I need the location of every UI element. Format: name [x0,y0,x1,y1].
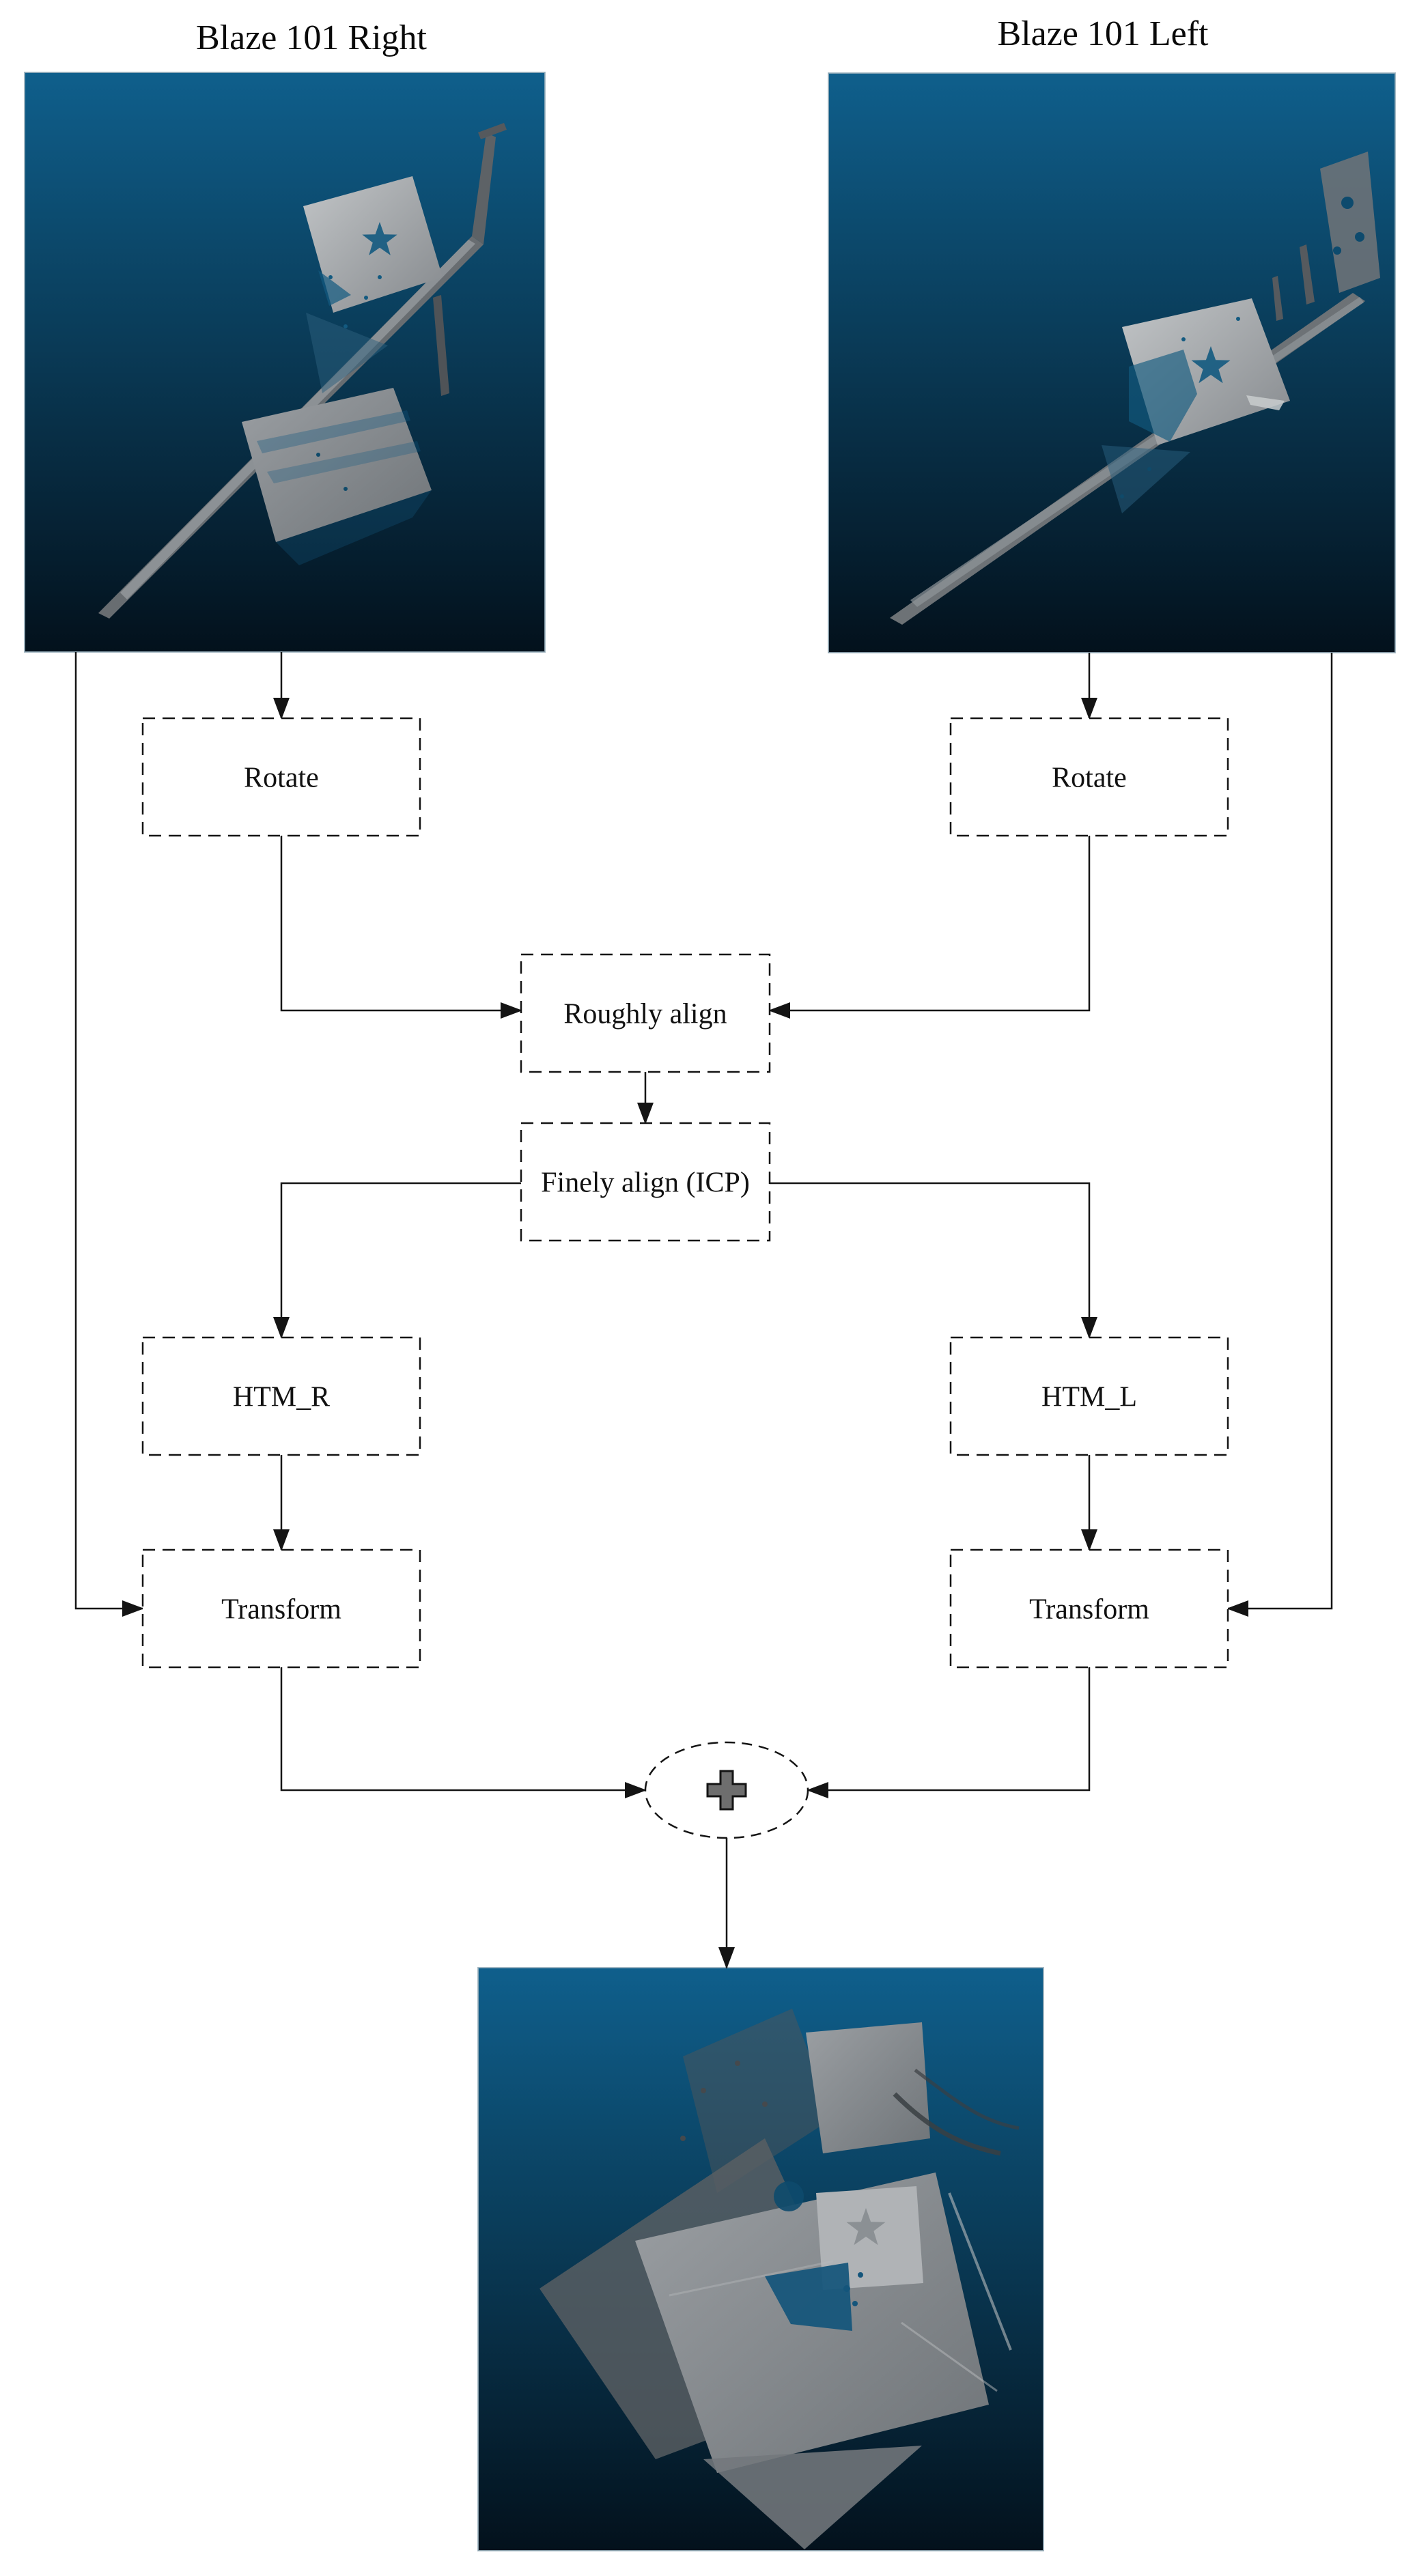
node-label: Rotate [1052,763,1127,794]
node-htm-r: HTM_R [141,1336,421,1456]
pointcloud-scan-art [890,152,1380,625]
pointcloud-image-left-camera [828,72,1396,653]
node-roughly-align: Roughly align [520,953,771,1073]
pointcloud-image-merged [477,1967,1044,2551]
connector-rotate-right-to-roughly-align [768,836,1091,1019]
node-label: Roughly align [563,999,727,1030]
node-label: Transform [1029,1594,1149,1626]
pointcloud-scan-art [540,2009,1020,2549]
connector-transform-left-to-merge [280,1667,647,1798]
connector-left-image-bypass-to-transform [1227,653,1333,1617]
node-rotate-right: Rotate [949,717,1229,837]
panel-title-right-camera: Blaze 101 Right [196,18,428,57]
node-label: Rotate [244,763,319,794]
node-label: HTM_R [233,1382,330,1413]
connector-rotate-left-to-roughly-align [280,836,522,1019]
node-transform-right: Transform [949,1548,1229,1669]
node-finely-align: Finely align (ICP) [520,1122,771,1242]
pointcloud-scan-art [98,123,507,619]
node-rotate-left: Rotate [141,717,421,837]
panel-title-left-camera: Blaze 101 Left [998,14,1209,53]
pointcloud-background [25,72,545,652]
merge-node [644,1741,809,1839]
node-label: Finely align (ICP) [541,1167,750,1199]
node-htm-l: HTM_L [949,1336,1229,1456]
pointcloud-background [828,73,1395,653]
node-label: Transform [221,1594,341,1626]
connector-transform-right-to-merge [807,1667,1091,1798]
pointcloud-image-right-camera [24,72,546,653]
node-label: HTM_L [1041,1382,1137,1413]
connector-finely-align-to-htm-r [273,1182,521,1339]
plus-icon [706,1770,747,1811]
connector-finely-align-to-htm-l [770,1182,1097,1339]
node-transform-left: Transform [141,1548,421,1669]
connector-right-image-bypass-to-transform [74,652,144,1617]
